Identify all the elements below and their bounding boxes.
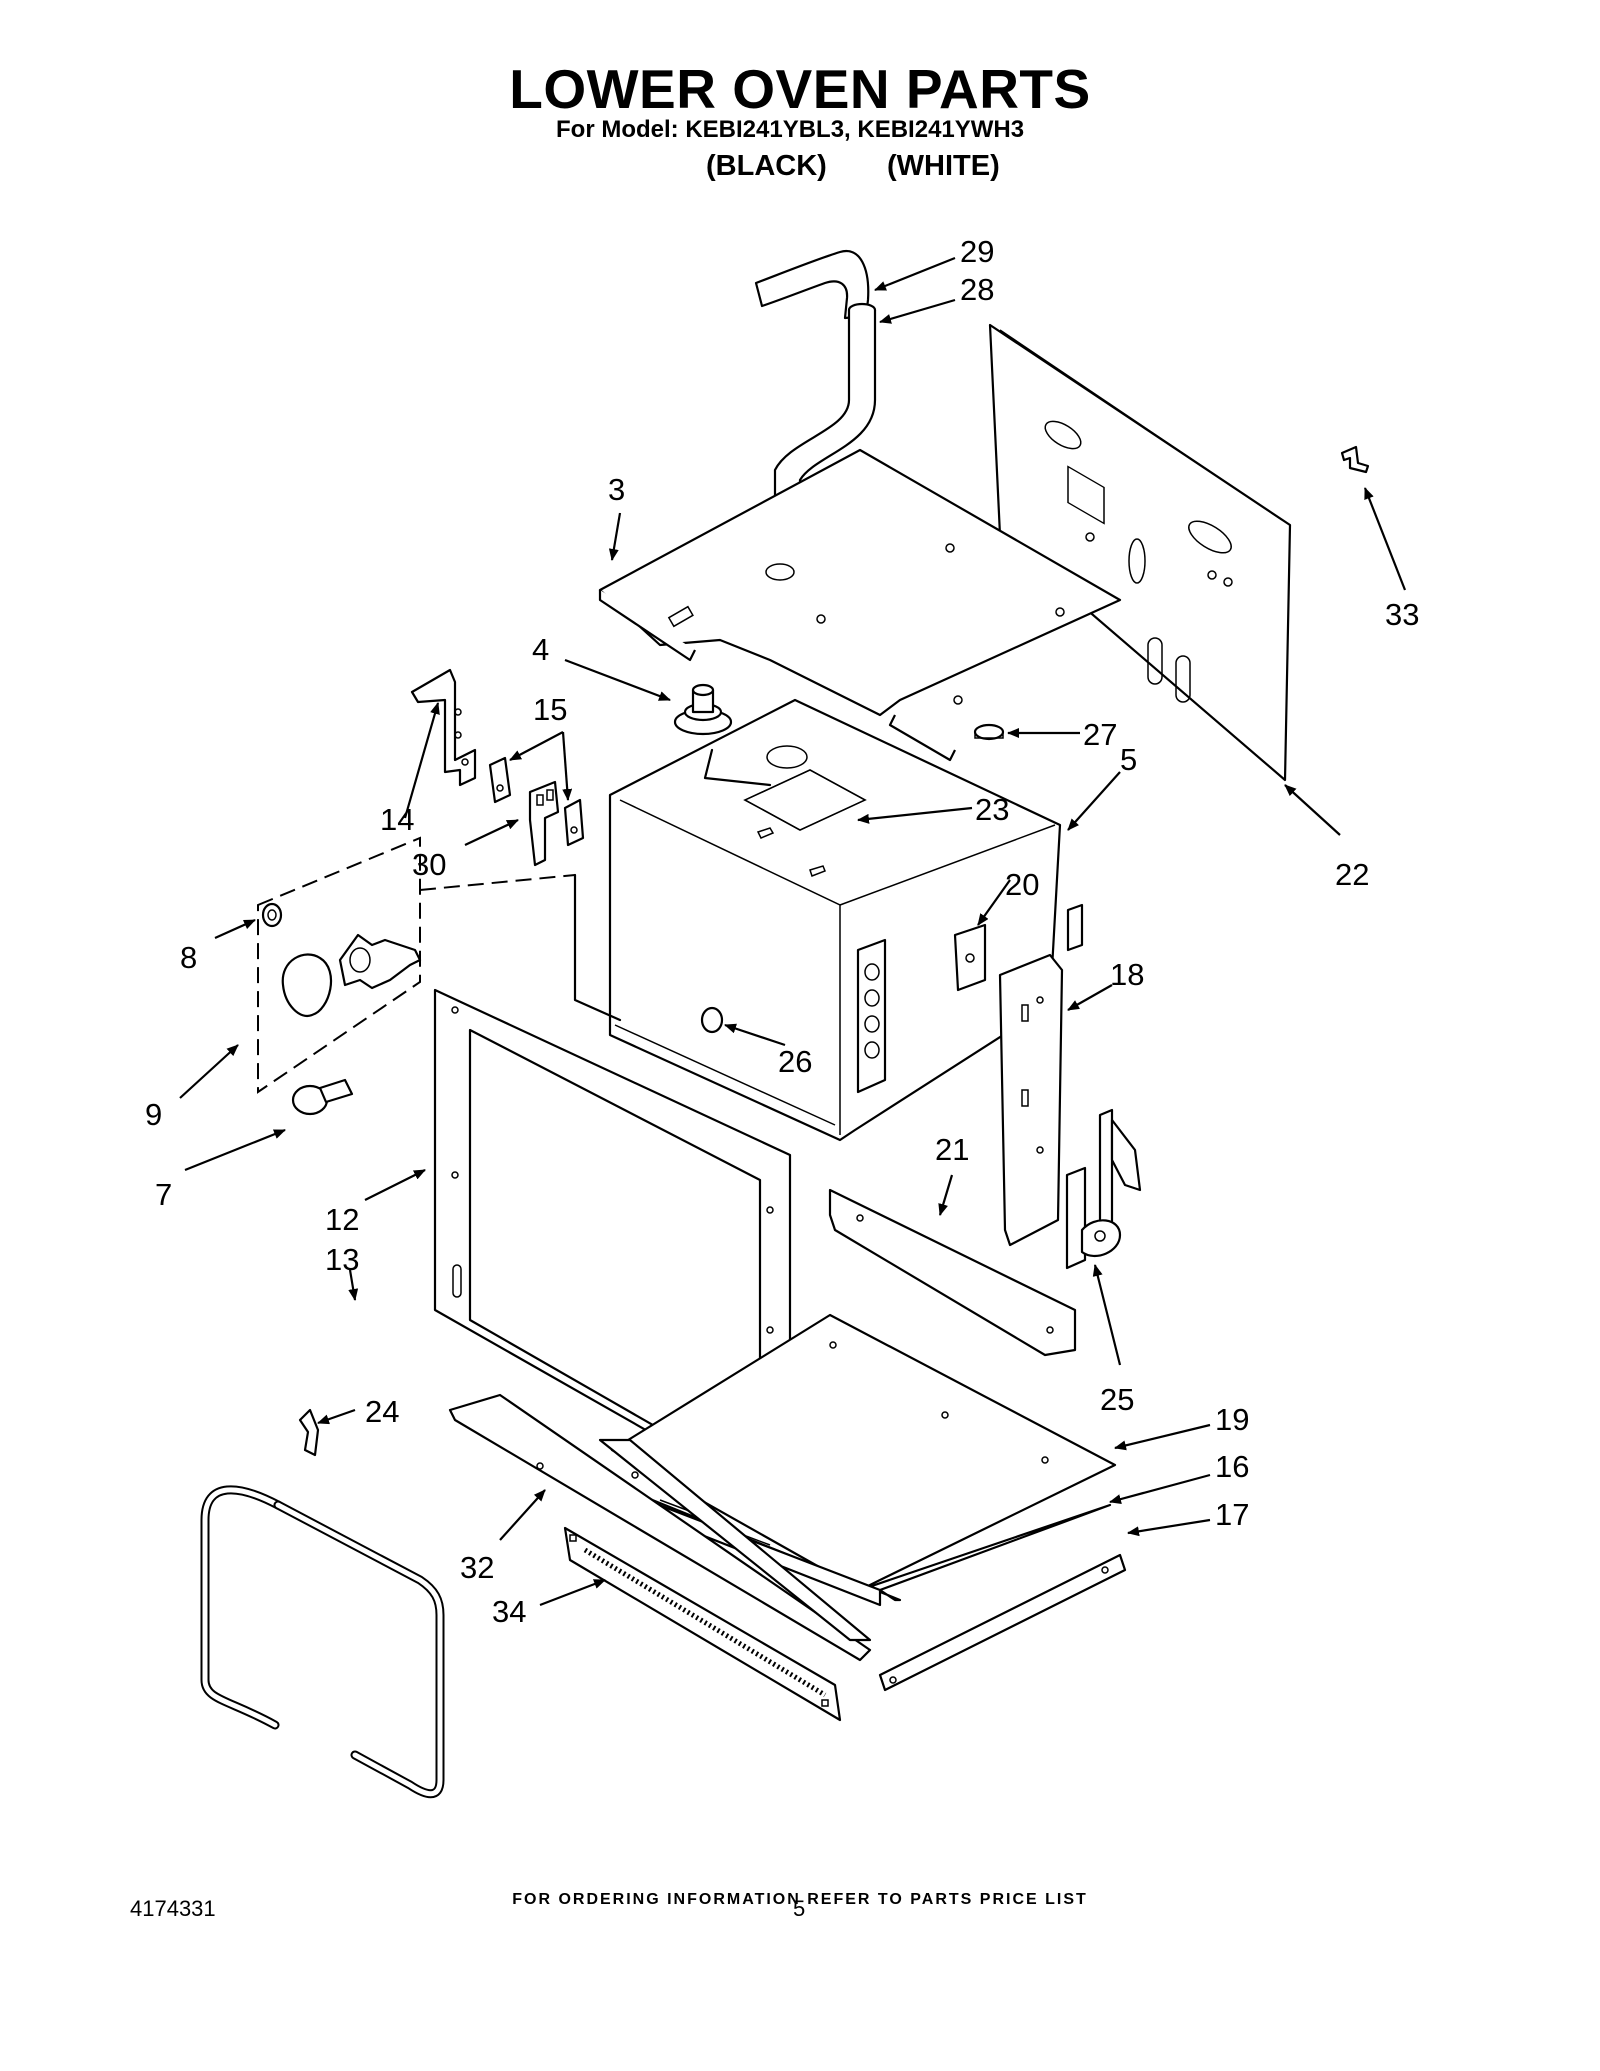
- callout-9: 9: [145, 1097, 162, 1132]
- callout-27: 27: [1083, 717, 1117, 752]
- part-30-door-switch: [528, 780, 560, 867]
- ordering-note: FOR ORDERING INFORMATION REFER TO PARTS …: [512, 1891, 1088, 1908]
- part-18-side-bracket: [998, 953, 1064, 1247]
- part-21-support-rail: [828, 1188, 1077, 1357]
- color-label-white: (WHITE): [887, 150, 1000, 182]
- part-15-plates: [488, 756, 585, 847]
- callout-16: 16: [1215, 1449, 1249, 1484]
- callout-4: 4: [532, 632, 549, 667]
- callout-7: 7: [155, 1177, 172, 1212]
- part-32-front-rail: [448, 1393, 872, 1662]
- part-5-oven-cavity: [608, 698, 1062, 1142]
- callout-25: 25: [1100, 1382, 1134, 1417]
- callout-18: 18: [1110, 957, 1144, 992]
- part-4-grommet: [673, 683, 733, 736]
- color-label-black: (BLACK): [706, 150, 827, 182]
- callout-3: 3: [608, 472, 625, 507]
- callout-labels: 29 28 3 33 4 15 27 5 14 23 30 22 20 8 18…: [145, 234, 1419, 1629]
- callout-14: 14: [380, 802, 414, 837]
- callout-33: 33: [1385, 597, 1419, 632]
- callout-26: 26: [778, 1044, 812, 1079]
- callout-19: 19: [1215, 1402, 1249, 1437]
- part-14-bracket: [410, 668, 477, 787]
- callout-24: 24: [365, 1394, 399, 1429]
- page-title: LOWER OVEN PARTS: [509, 58, 1091, 120]
- dashed-assembly-lines: [257, 748, 772, 1094]
- callout-17: 17: [1215, 1497, 1249, 1532]
- part-25-hinge: [1065, 1108, 1142, 1270]
- callout-28: 28: [960, 272, 994, 307]
- callout-29: 29: [960, 234, 994, 269]
- part-3-top-cover: [598, 448, 1122, 762]
- callout-5: 5: [1120, 742, 1137, 777]
- callout-30: 30: [412, 847, 446, 882]
- page-number: 5: [793, 1896, 806, 1921]
- document-number: 4174331: [130, 1896, 216, 1921]
- cavity-side-vents: [856, 903, 1084, 1094]
- part-13-door-gasket: [200, 1485, 445, 1799]
- leader-arrows: [179, 256, 1407, 1607]
- part-34-vent-grille: [563, 1526, 842, 1722]
- part-23-shield: [743, 769, 867, 831]
- part-9-lamp-housing: [281, 933, 422, 1018]
- part-24-clip: [298, 1408, 320, 1457]
- part-17-trim-strip: [878, 1553, 1127, 1692]
- callout-15: 15: [533, 692, 567, 727]
- part-8-gasket: [261, 902, 283, 928]
- part-22-rear-panel: [988, 323, 1292, 782]
- part-7-light-bulb: [291, 1078, 354, 1116]
- part-33-clip: [1340, 445, 1370, 474]
- part-27-plug: [973, 723, 1005, 741]
- callout-34: 34: [492, 1594, 526, 1629]
- callout-23: 23: [975, 792, 1009, 827]
- callout-22: 22: [1335, 857, 1369, 892]
- callout-32: 32: [460, 1550, 494, 1585]
- model-line: For Model: KEBI241YBL3, KEBI241YWH3: [556, 116, 1025, 143]
- part-20-bracket: [953, 923, 987, 992]
- callout-13: 13: [325, 1242, 359, 1277]
- callout-12: 12: [325, 1202, 359, 1237]
- callout-21: 21: [935, 1132, 969, 1167]
- callout-8: 8: [180, 940, 197, 975]
- callout-20: 20: [1005, 867, 1039, 902]
